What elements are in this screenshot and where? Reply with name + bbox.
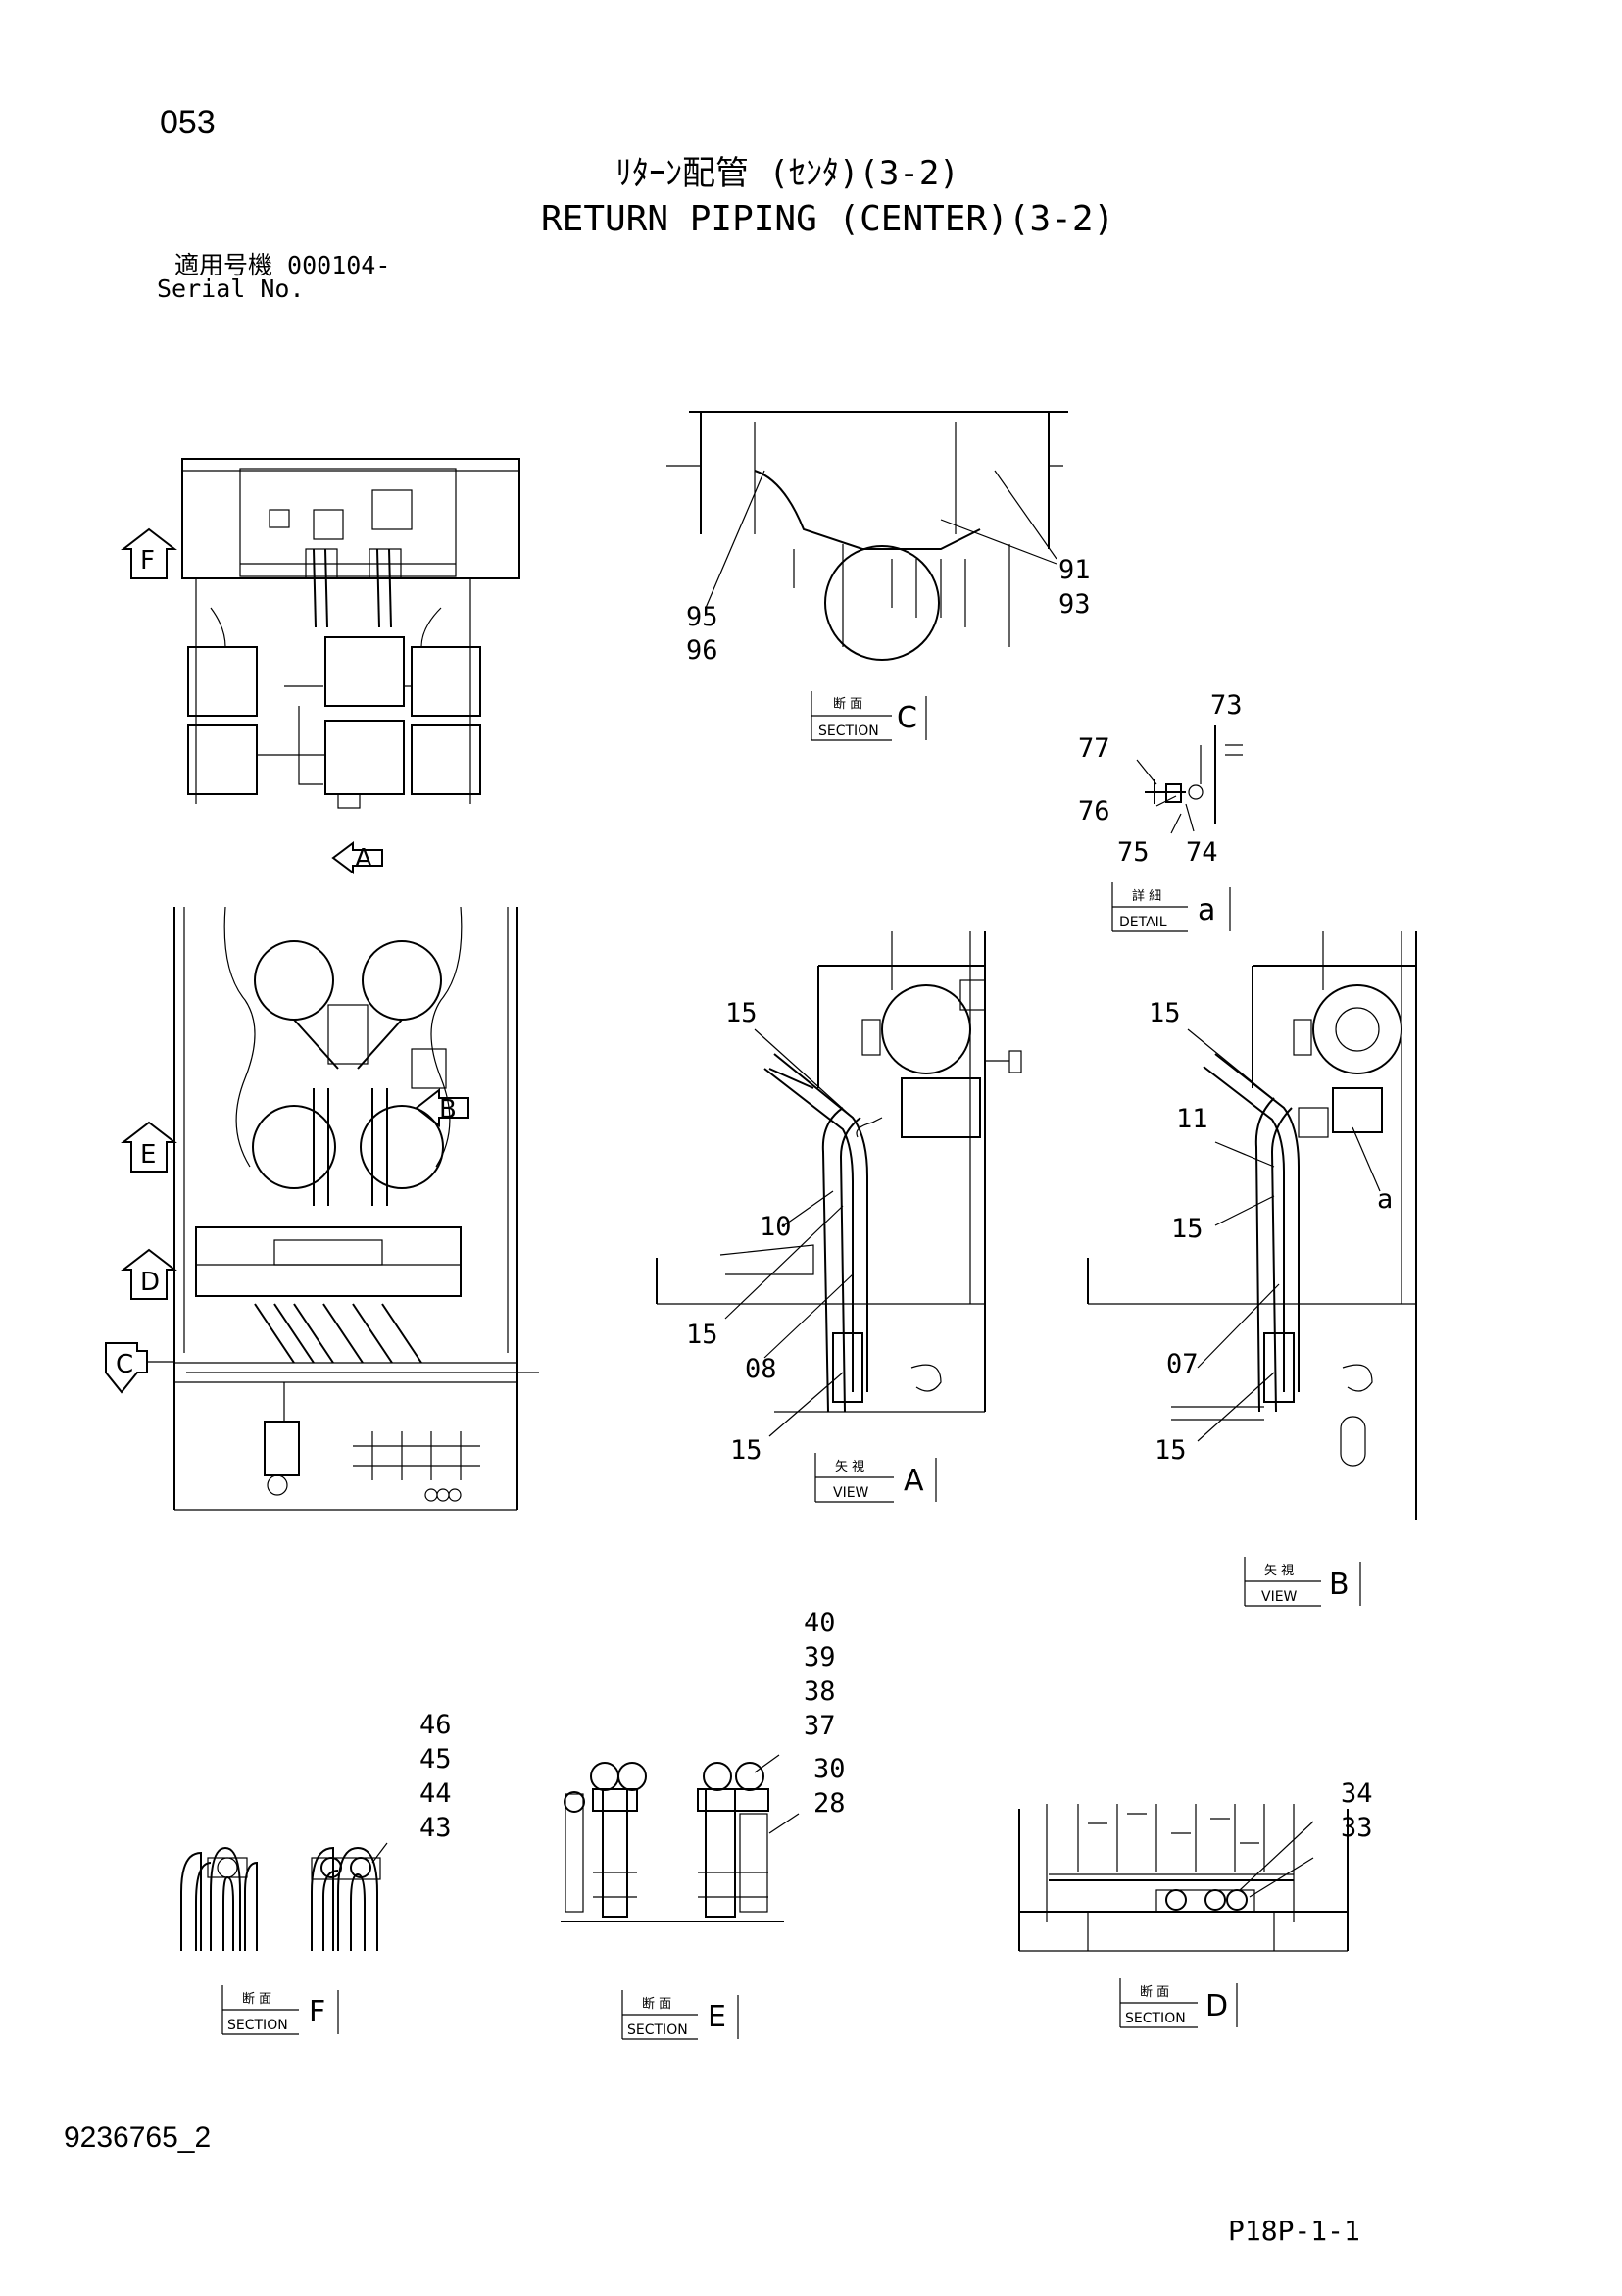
svg-text:SECTION: SECTION: [1125, 2011, 1186, 2026]
sheet-reference: P18P-1-1: [1228, 2215, 1360, 2247]
callout-view-b-15-upper: 15: [1149, 998, 1181, 1028]
callout-30: 30: [813, 1754, 846, 1784]
section-d-tag: 断 面 SECTION D: [1119, 1978, 1238, 2028]
svg-text:SECTION: SECTION: [227, 2018, 288, 2033]
svg-text:A: A: [355, 844, 372, 873]
svg-text:C: C: [116, 1350, 133, 1379]
serial-label: Serial No.: [157, 275, 305, 303]
page-number: 053: [160, 104, 216, 141]
callout-40: 40: [804, 1608, 836, 1638]
view-b-tag: 矢 視 VIEW B: [1244, 1557, 1361, 1607]
section-c-tag: 断 面 SECTION C: [811, 691, 927, 741]
callout-34: 34: [1341, 1778, 1373, 1809]
svg-text:矢 視: 矢 視: [1264, 1564, 1294, 1578]
view-marker-d: D: [121, 1248, 177, 1300]
svg-text:D: D: [140, 1268, 160, 1297]
callout-view-a-15-upper: 15: [725, 998, 758, 1028]
view-marker-b: B: [415, 1087, 469, 1128]
svg-text:B: B: [439, 1095, 457, 1124]
callout-73: 73: [1210, 690, 1243, 721]
callout-75: 75: [1117, 837, 1150, 868]
svg-text:VIEW: VIEW: [833, 1485, 869, 1501]
view-marker-c: C: [105, 1342, 174, 1394]
callout-detail-a-ref: a: [1377, 1184, 1393, 1215]
callout-38: 38: [804, 1676, 836, 1707]
svg-text:矢 視: 矢 視: [835, 1460, 864, 1474]
callout-91: 91: [1058, 555, 1091, 585]
view-a-drawing: [656, 931, 1022, 1437]
svg-text:VIEW: VIEW: [1261, 1589, 1298, 1605]
detail-a-drawing: [1136, 725, 1243, 834]
callout-view-a-15-lower: 15: [730, 1435, 762, 1466]
page-title: RETURN PIPING (CENTER)(3-2): [541, 199, 1115, 239]
callout-45: 45: [419, 1744, 452, 1774]
section-f-tag: 断 面 SECTION F: [221, 1985, 339, 2035]
section-f-drawing: [180, 1842, 388, 1951]
main-frame-view: [173, 906, 539, 1511]
view-marker-e: E: [121, 1121, 177, 1173]
callout-view-b-15-lower: 15: [1155, 1435, 1187, 1466]
svg-text:断 面: 断 面: [1140, 1985, 1169, 2000]
callout-08: 08: [745, 1354, 777, 1384]
detail-a-tag: 詳 細 DETAIL a: [1111, 882, 1231, 932]
section-e-drawing: [561, 1754, 800, 1922]
callout-44: 44: [419, 1778, 452, 1809]
callout-view-a-15-mid: 15: [686, 1320, 718, 1350]
svg-text:C: C: [897, 701, 917, 735]
page-title-japanese: ﾘﾀｰﾝ配管 (ｾﾝﾀ)(3-2): [615, 154, 959, 193]
svg-text:E: E: [708, 2000, 726, 2034]
callout-39: 39: [804, 1642, 836, 1672]
callout-74: 74: [1186, 837, 1218, 868]
view-a-tag: 矢 視 VIEW A: [814, 1453, 937, 1503]
callout-43: 43: [419, 1813, 452, 1843]
svg-text:F: F: [309, 1995, 325, 2029]
section-e-tag: 断 面 SECTION E: [621, 1990, 739, 2040]
svg-text:断 面: 断 面: [833, 697, 862, 712]
view-marker-a: A: [331, 841, 383, 874]
callout-10: 10: [760, 1212, 792, 1242]
serial-range-japanese: 適用号機 000104-: [174, 251, 391, 279]
svg-text:断 面: 断 面: [242, 1992, 271, 2007]
svg-text:A: A: [904, 1464, 924, 1498]
svg-text:E: E: [140, 1140, 156, 1170]
svg-text:SECTION: SECTION: [818, 724, 879, 739]
callout-view-b-15-mid: 15: [1171, 1214, 1204, 1244]
section-c-drawing: [666, 411, 1068, 661]
callout-95: 95: [686, 602, 718, 632]
callout-33: 33: [1341, 1813, 1373, 1843]
view-b-drawing: [1087, 931, 1417, 1520]
callout-07: 07: [1166, 1349, 1199, 1379]
svg-text:F: F: [140, 546, 155, 575]
callout-28: 28: [813, 1788, 846, 1819]
view-marker-f: F: [121, 527, 177, 579]
callout-76: 76: [1078, 796, 1110, 826]
section-d-drawing: [1018, 1804, 1349, 1952]
document-number: 9236765_2: [64, 2121, 212, 2154]
callout-96: 96: [686, 635, 718, 666]
svg-text:断 面: 断 面: [642, 1997, 671, 2012]
plan-view-top: [181, 458, 520, 809]
callout-37: 37: [804, 1711, 836, 1741]
callout-77: 77: [1078, 733, 1110, 764]
callout-46: 46: [419, 1710, 452, 1740]
svg-text:DETAIL: DETAIL: [1119, 915, 1167, 930]
svg-text:a: a: [1198, 893, 1215, 927]
callout-93: 93: [1058, 589, 1091, 620]
svg-text:D: D: [1205, 1989, 1228, 2023]
svg-text:B: B: [1329, 1568, 1350, 1602]
callout-11: 11: [1176, 1104, 1208, 1134]
svg-text:詳 細: 詳 細: [1132, 888, 1161, 904]
svg-text:SECTION: SECTION: [627, 2022, 688, 2038]
